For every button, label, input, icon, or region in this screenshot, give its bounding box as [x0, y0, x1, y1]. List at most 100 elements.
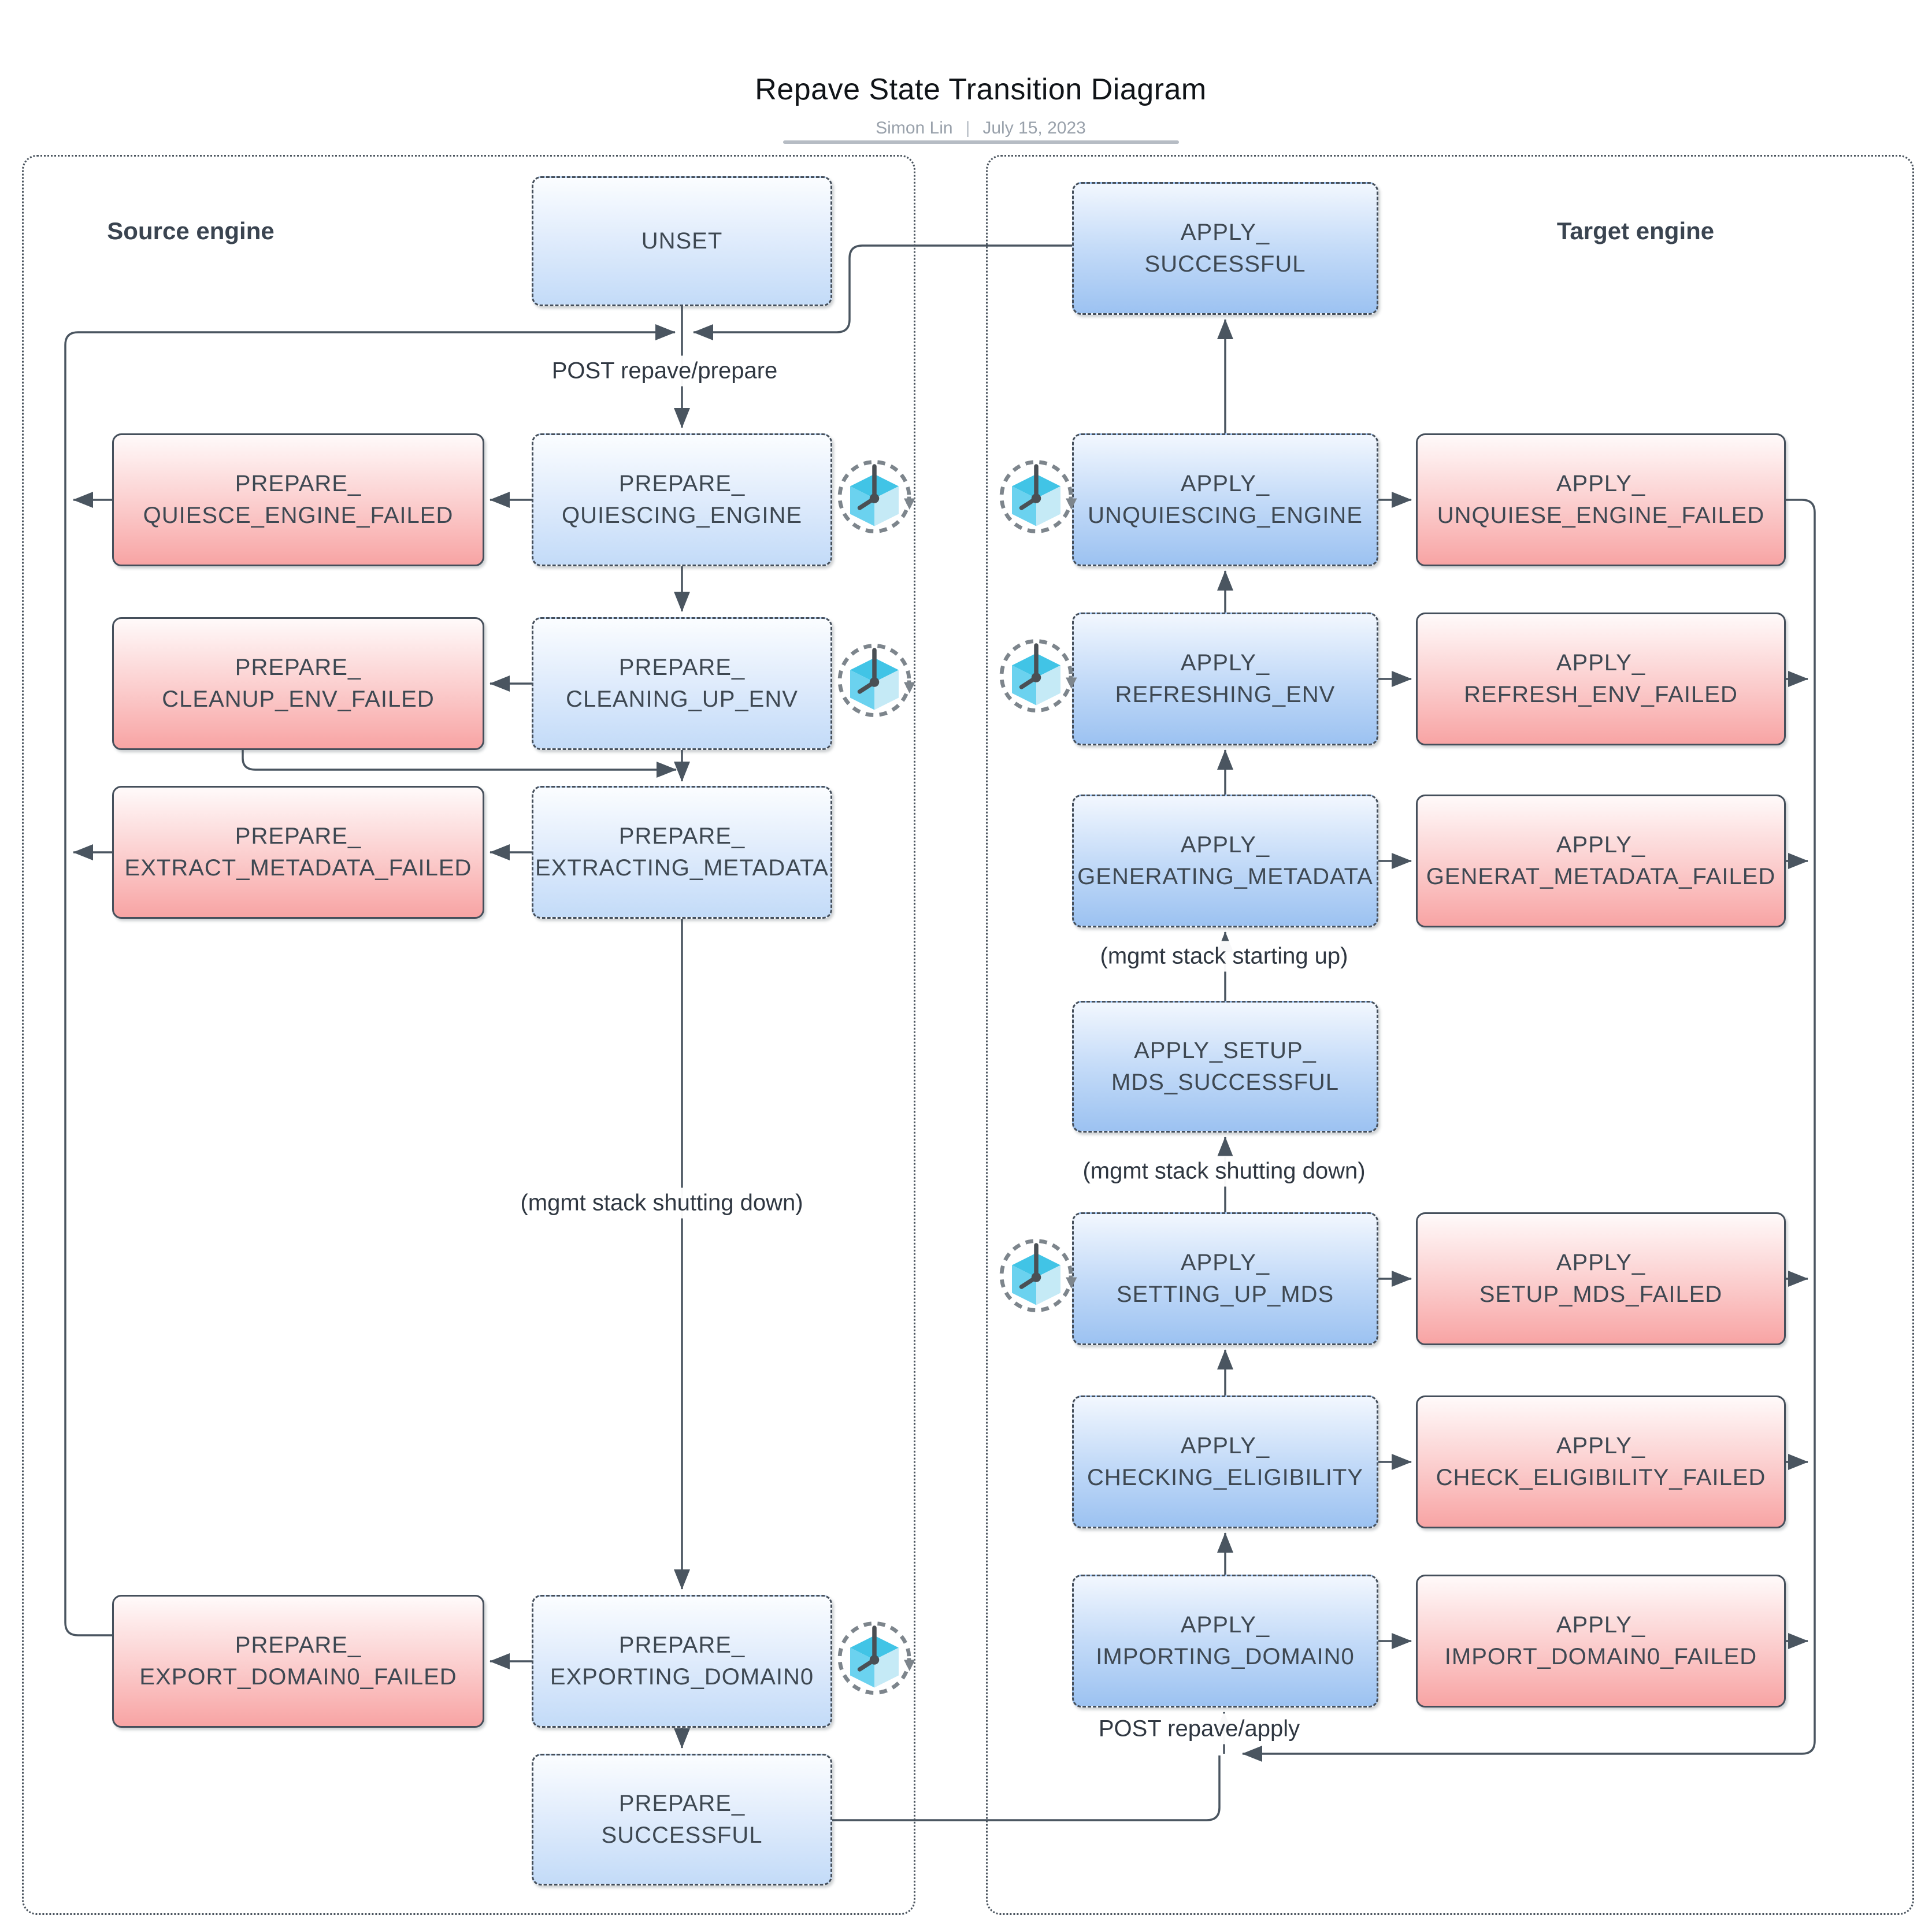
node-label: APPLY_	[1180, 470, 1270, 496]
state-node-apply-refresh-env-failed: APPLY_ REFRESH_ENV_FAILED	[1416, 613, 1786, 745]
subtitle-separator: |	[965, 118, 970, 138]
edge-apply-successful-to-prepare-junction	[693, 244, 1072, 340]
state-node-apply-importing-domain0: APPLY_ IMPORTING_DOMAIN0	[1072, 1575, 1378, 1708]
edge-unquiese-failed-collector	[1242, 499, 1816, 1762]
node-label: REFRESH_ENV_FAILED	[1464, 682, 1738, 707]
state-node-prepare-export-domain0-failed: PREPARE_ EXPORT_DOMAIN0_FAILED	[112, 1595, 484, 1728]
retry-clock-icon-svg	[837, 644, 915, 717]
cube-right-face	[1036, 1265, 1060, 1305]
clock-center-dot	[869, 493, 880, 503]
node-label: UNSET	[641, 228, 723, 254]
node-label: SETTING_UP_MDS	[1116, 1282, 1334, 1307]
node-label: APPLY_	[1180, 1612, 1270, 1638]
state-node-apply-successful: APPLY_ SUCCESSFUL	[1072, 182, 1378, 315]
state-node-prepare-extracting-metadata: PREPARE_ EXTRACTING_METADATA	[532, 786, 832, 919]
node-label: APPLY_	[1556, 470, 1646, 496]
cube-right-face	[874, 1647, 899, 1688]
state-node-apply-setup-mds-successful: APPLY_SETUP_ MDS_SUCCESSFUL	[1072, 1001, 1378, 1133]
edge-cleanup-failed-merge	[242, 750, 677, 778]
node-label: GENERATING_METADATA	[1077, 864, 1373, 889]
node-label: PREPARE_	[618, 823, 746, 849]
node-label: APPLY_	[1556, 1612, 1646, 1638]
node-label: EXTRACT_METADATA_FAILED	[124, 855, 472, 881]
node-label: SETUP_MDS_FAILED	[1479, 1282, 1723, 1307]
clockwise-arrowhead	[1066, 1277, 1077, 1289]
retry-dashed-circle	[837, 1621, 911, 1695]
node-label: MDS_SUCCESSFUL	[1111, 1070, 1340, 1095]
clock-center-dot	[869, 677, 880, 687]
cube-right-face	[1036, 486, 1060, 526]
node-label: APPLY_	[1556, 1432, 1646, 1458]
node-label: EXPORTING_DOMAIN0	[550, 1664, 814, 1690]
node-label: APPLY_	[1556, 649, 1646, 675]
retry-dashed-circle	[999, 1239, 1073, 1312]
edge-label-post-repave-apply: POST repave/apply	[1090, 1713, 1308, 1744]
retry-clock-icon-svg	[999, 639, 1077, 712]
clock-center-dot	[869, 1655, 880, 1665]
node-label: IMPORT_DOMAIN0_FAILED	[1444, 1644, 1757, 1669]
node-label: REFRESHING_ENV	[1115, 682, 1336, 707]
page-title: Repave State Transition Diagram	[755, 73, 1207, 106]
edge-label-mgmt-stack-shutting-down-left: (mgmt stack shutting down)	[512, 1187, 811, 1219]
node-label: APPLY_	[1556, 832, 1646, 858]
edge-prepare-successful-to-apply-junction	[832, 1755, 1221, 1821]
cube-right-face	[1036, 665, 1060, 706]
retry-clock-icon-svg	[999, 1239, 1077, 1312]
state-node-apply-check-eligibility-failed: APPLY_ CHECK_ELIGIBILITY_FAILED	[1416, 1395, 1786, 1528]
state-node-apply-unquiese-engine-failed: APPLY_ UNQUIESE_ENGINE_FAILED	[1416, 433, 1786, 566]
node-label: APPLY_	[1180, 649, 1270, 675]
node-label: UNQUIESCING_ENGINE	[1088, 503, 1363, 528]
node-label: IMPORTING_DOMAIN0	[1096, 1644, 1355, 1669]
state-node-prepare-cleanup-env-failed: PREPARE_ CLEANUP_ENV_FAILED	[112, 617, 484, 750]
node-label: CLEANING_UP_ENV	[566, 686, 798, 712]
retry-clock-icon	[993, 1234, 1080, 1324]
retry-dashed-circle	[837, 460, 911, 533]
state-node-prepare-exporting-domain0: PREPARE_ EXPORTING_DOMAIN0	[532, 1595, 832, 1728]
target-engine-container	[986, 155, 1914, 1915]
clockwise-arrowhead	[904, 498, 915, 510]
edge-label-mgmt-stack-starting-up: (mgmt stack starting up)	[1092, 941, 1356, 972]
retry-dashed-circle	[837, 644, 911, 717]
retry-clock-icon	[993, 634, 1080, 724]
retry-clock-icon	[831, 639, 918, 729]
state-node-apply-import-domain0-failed: APPLY_ IMPORT_DOMAIN0_FAILED	[1416, 1575, 1786, 1708]
node-label: GENERAT_METADATA_FAILED	[1426, 864, 1776, 889]
state-node-prepare-extract-metadata-failed: PREPARE_ EXTRACT_METADATA_FAILED	[112, 786, 484, 919]
node-label: QUIESCE_ENGINE_FAILED	[143, 503, 454, 528]
state-node-apply-generating-metadata: APPLY_ GENERATING_METADATA	[1072, 795, 1378, 927]
state-node-apply-refreshing-env: APPLY_ REFRESHING_ENV	[1072, 613, 1378, 745]
date: July 15, 2023	[982, 118, 1086, 138]
clockwise-arrowhead	[1066, 498, 1077, 510]
node-label: EXTRACTING_METADATA	[535, 855, 829, 881]
state-node-prepare-quiescing-engine: PREPARE_ QUIESCING_ENGINE	[532, 433, 832, 566]
node-label: APPLY_	[1180, 1249, 1270, 1275]
retry-dashed-circle	[999, 639, 1073, 712]
retry-clock-icon-svg	[837, 460, 915, 533]
retry-clock-icon	[993, 455, 1080, 545]
node-label: PREPARE_	[618, 1632, 746, 1658]
state-node-prepare-quiesce-engine-failed: PREPARE_ QUIESCE_ENGINE_FAILED	[112, 433, 484, 566]
clockwise-arrowhead	[1066, 677, 1077, 689]
clock-center-dot	[1031, 493, 1041, 503]
source-engine-label: Source engine	[107, 217, 275, 244]
target-engine-label: Target engine	[1556, 217, 1715, 244]
title-underline	[783, 140, 1179, 144]
state-node-prepare-cleaning-up-env: PREPARE_ CLEANING_UP_ENV	[532, 617, 832, 750]
node-label: CHECK_ELIGIBILITY_FAILED	[1436, 1465, 1766, 1490]
retry-clock-icon-svg	[837, 1621, 915, 1695]
clockwise-arrowhead	[904, 1660, 915, 1671]
cube-right-face	[874, 670, 899, 710]
author: Simon Lin	[876, 118, 953, 138]
state-node-apply-generat-metadata-failed: APPLY_ GENERAT_METADATA_FAILED	[1416, 795, 1786, 927]
node-label: CHECKING_ELIGIBILITY	[1087, 1465, 1363, 1490]
node-label: QUIESCING_ENGINE	[561, 503, 803, 528]
retry-dashed-circle	[999, 460, 1073, 533]
node-label: UNQUIESE_ENGINE_FAILED	[1437, 503, 1765, 528]
node-label: PREPARE_	[618, 470, 746, 496]
clock-center-dot	[1031, 1272, 1041, 1282]
retry-clock-icon	[831, 1617, 918, 1706]
node-label: PREPARE_	[235, 1632, 362, 1658]
node-label: APPLY_	[1180, 219, 1270, 245]
node-label: PREPARE_	[235, 823, 362, 849]
